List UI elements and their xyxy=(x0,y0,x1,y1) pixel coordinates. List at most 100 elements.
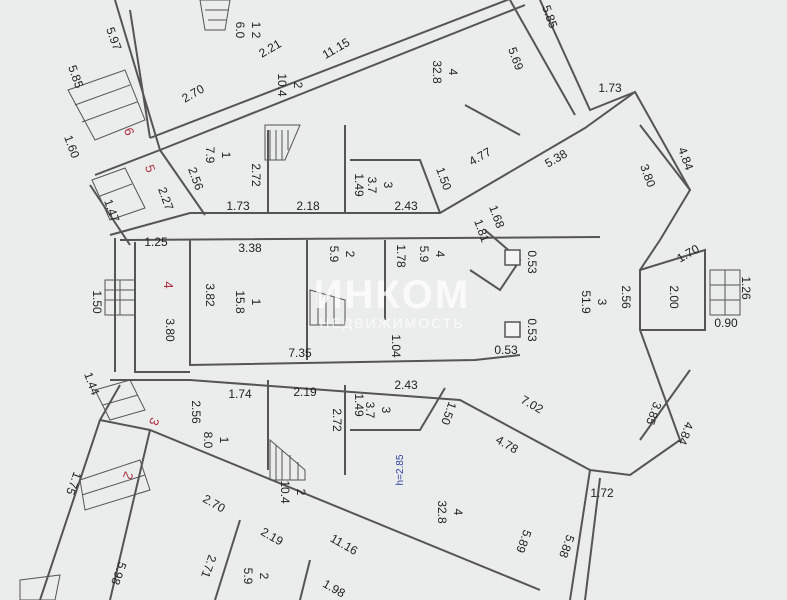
room-number: 3 xyxy=(379,407,393,414)
dimension: 2.43 xyxy=(394,378,418,392)
dimension: 1.74 xyxy=(228,387,252,401)
dimension: 1.75 xyxy=(63,470,84,497)
room-number: 3 xyxy=(381,182,395,189)
room-area: 5.9 xyxy=(327,246,341,263)
dimension: 2.19 xyxy=(258,525,286,549)
dimension: 3.38 xyxy=(238,241,262,255)
dimension: 1.70 xyxy=(674,241,702,265)
room-number: 4 xyxy=(451,509,465,516)
room-number: 1 xyxy=(249,299,263,306)
watermark-sub: НЕДВИЖИМОСТЬ xyxy=(319,315,464,331)
dimension: 2.56 xyxy=(619,285,633,309)
dimension: 3.82 xyxy=(203,283,217,307)
dimension: 1.98 xyxy=(320,577,348,600)
room-number: 2 xyxy=(294,489,308,496)
dimension-labels: 5.97 5.85 1.60 2.70 11.15 2.21 1.73 2.18… xyxy=(61,3,753,600)
dimension: 1.50 xyxy=(90,290,104,314)
dimension: 2.21 xyxy=(256,36,284,60)
dimension: 1.50 xyxy=(433,165,454,192)
dimension: 2.70 xyxy=(200,492,228,516)
dimension: 0.53 xyxy=(525,250,539,274)
room-area: 3.7 xyxy=(365,177,379,194)
dimension: 5.88 xyxy=(556,533,577,560)
dimension: 1.72 xyxy=(590,486,614,500)
room-area: 32.8 xyxy=(435,500,449,524)
room-number: 3 xyxy=(595,299,609,306)
dimension: 1.78 xyxy=(394,244,408,268)
dimension: 1.47 xyxy=(101,197,122,224)
room-labels: 1 26.0 210.4 17.9 33.7 432.8 25.9 45.9 1… xyxy=(201,22,609,585)
dimension: 2.72 xyxy=(330,408,344,432)
room-area: 10.4 xyxy=(278,480,292,504)
walls xyxy=(39,0,706,600)
dimension: 4.84 xyxy=(675,420,696,447)
dimension: 0.90 xyxy=(714,316,738,330)
room-number: 2 xyxy=(343,251,357,258)
dimension: 5.85 xyxy=(539,3,560,30)
dimension: 1.68 xyxy=(486,203,507,230)
dimension: 2.70 xyxy=(179,81,207,105)
room-number: 1 xyxy=(219,152,233,159)
stair-mark: 5 xyxy=(142,162,159,174)
room-number: 2 xyxy=(257,573,271,580)
dimension: 5.89 xyxy=(513,528,534,555)
dimension: 1.04 xyxy=(389,334,403,358)
stair-marks: 6 5 4 3 2 xyxy=(120,125,176,481)
stair-mark: 3 xyxy=(146,416,163,428)
dimension: 1.44 xyxy=(81,370,102,397)
dimension: 5.85 xyxy=(65,63,86,90)
room-area: 10.4 xyxy=(275,73,289,97)
dimension: 3.80 xyxy=(163,318,177,342)
dimension: 3.85 xyxy=(643,400,664,427)
room-number: 4 xyxy=(446,69,460,76)
dimension: 2.18 xyxy=(296,199,320,213)
room-number: 2 xyxy=(291,82,305,89)
dimension: 1.50 xyxy=(438,400,459,427)
room-area: 7.9 xyxy=(203,147,217,164)
dimension: 0.53 xyxy=(494,343,518,357)
dimension: 1.81 xyxy=(471,217,492,244)
dimension: 3.80 xyxy=(637,162,658,189)
room-number: 4 xyxy=(433,251,447,258)
dimension: 5.98 xyxy=(108,560,129,587)
stair-mark: 2 xyxy=(120,470,137,482)
dimension: 1.73 xyxy=(226,199,250,213)
room-area: 6.0 xyxy=(233,22,247,39)
dimension: 1.60 xyxy=(61,133,82,160)
room-area: 3.7 xyxy=(363,402,377,419)
room-area: 32.8 xyxy=(430,60,444,84)
stair-mark: 4 xyxy=(161,281,176,288)
dimension: 2.19 xyxy=(293,385,317,399)
watermark-brand: ИНКОМ xyxy=(314,273,470,317)
dimension: 2.00 xyxy=(667,285,681,309)
dimension: 5.69 xyxy=(505,45,526,72)
dimension: 1.73 xyxy=(598,81,622,95)
dimension: 2.56 xyxy=(185,165,206,192)
dimension: 1.49 xyxy=(352,173,366,197)
room-number: 1 2 xyxy=(249,22,263,39)
dimension: 4.77 xyxy=(466,144,494,168)
room-area: 5.9 xyxy=(417,246,431,263)
room-area: 15.8 xyxy=(233,290,247,314)
dimension: 1.49 xyxy=(352,393,366,417)
dimension: 7.02 xyxy=(518,393,546,417)
dimension: 11.16 xyxy=(328,531,361,558)
dimension: 2.43 xyxy=(394,199,418,213)
room-area: 8.0 xyxy=(201,432,215,449)
dimension: 2.72 xyxy=(249,163,263,187)
dimension: 2.56 xyxy=(189,400,203,424)
dimension: 1.25 xyxy=(144,235,168,249)
dimension: 7.35 xyxy=(288,346,312,360)
dimension: 2.71 xyxy=(198,553,219,580)
dimension: 0.53 xyxy=(525,318,539,342)
stair-mark: 6 xyxy=(121,125,138,137)
dimension: 4.78 xyxy=(493,433,521,457)
dimension: 5.97 xyxy=(103,25,124,52)
dimension: 11.15 xyxy=(320,35,353,62)
dimension: 2.27 xyxy=(155,185,176,212)
room-area: 5.9 xyxy=(241,568,255,585)
ceiling-height: h=2.85 xyxy=(395,454,406,485)
room-number: 1 xyxy=(217,437,231,444)
dimension: 1.26 xyxy=(739,276,753,300)
